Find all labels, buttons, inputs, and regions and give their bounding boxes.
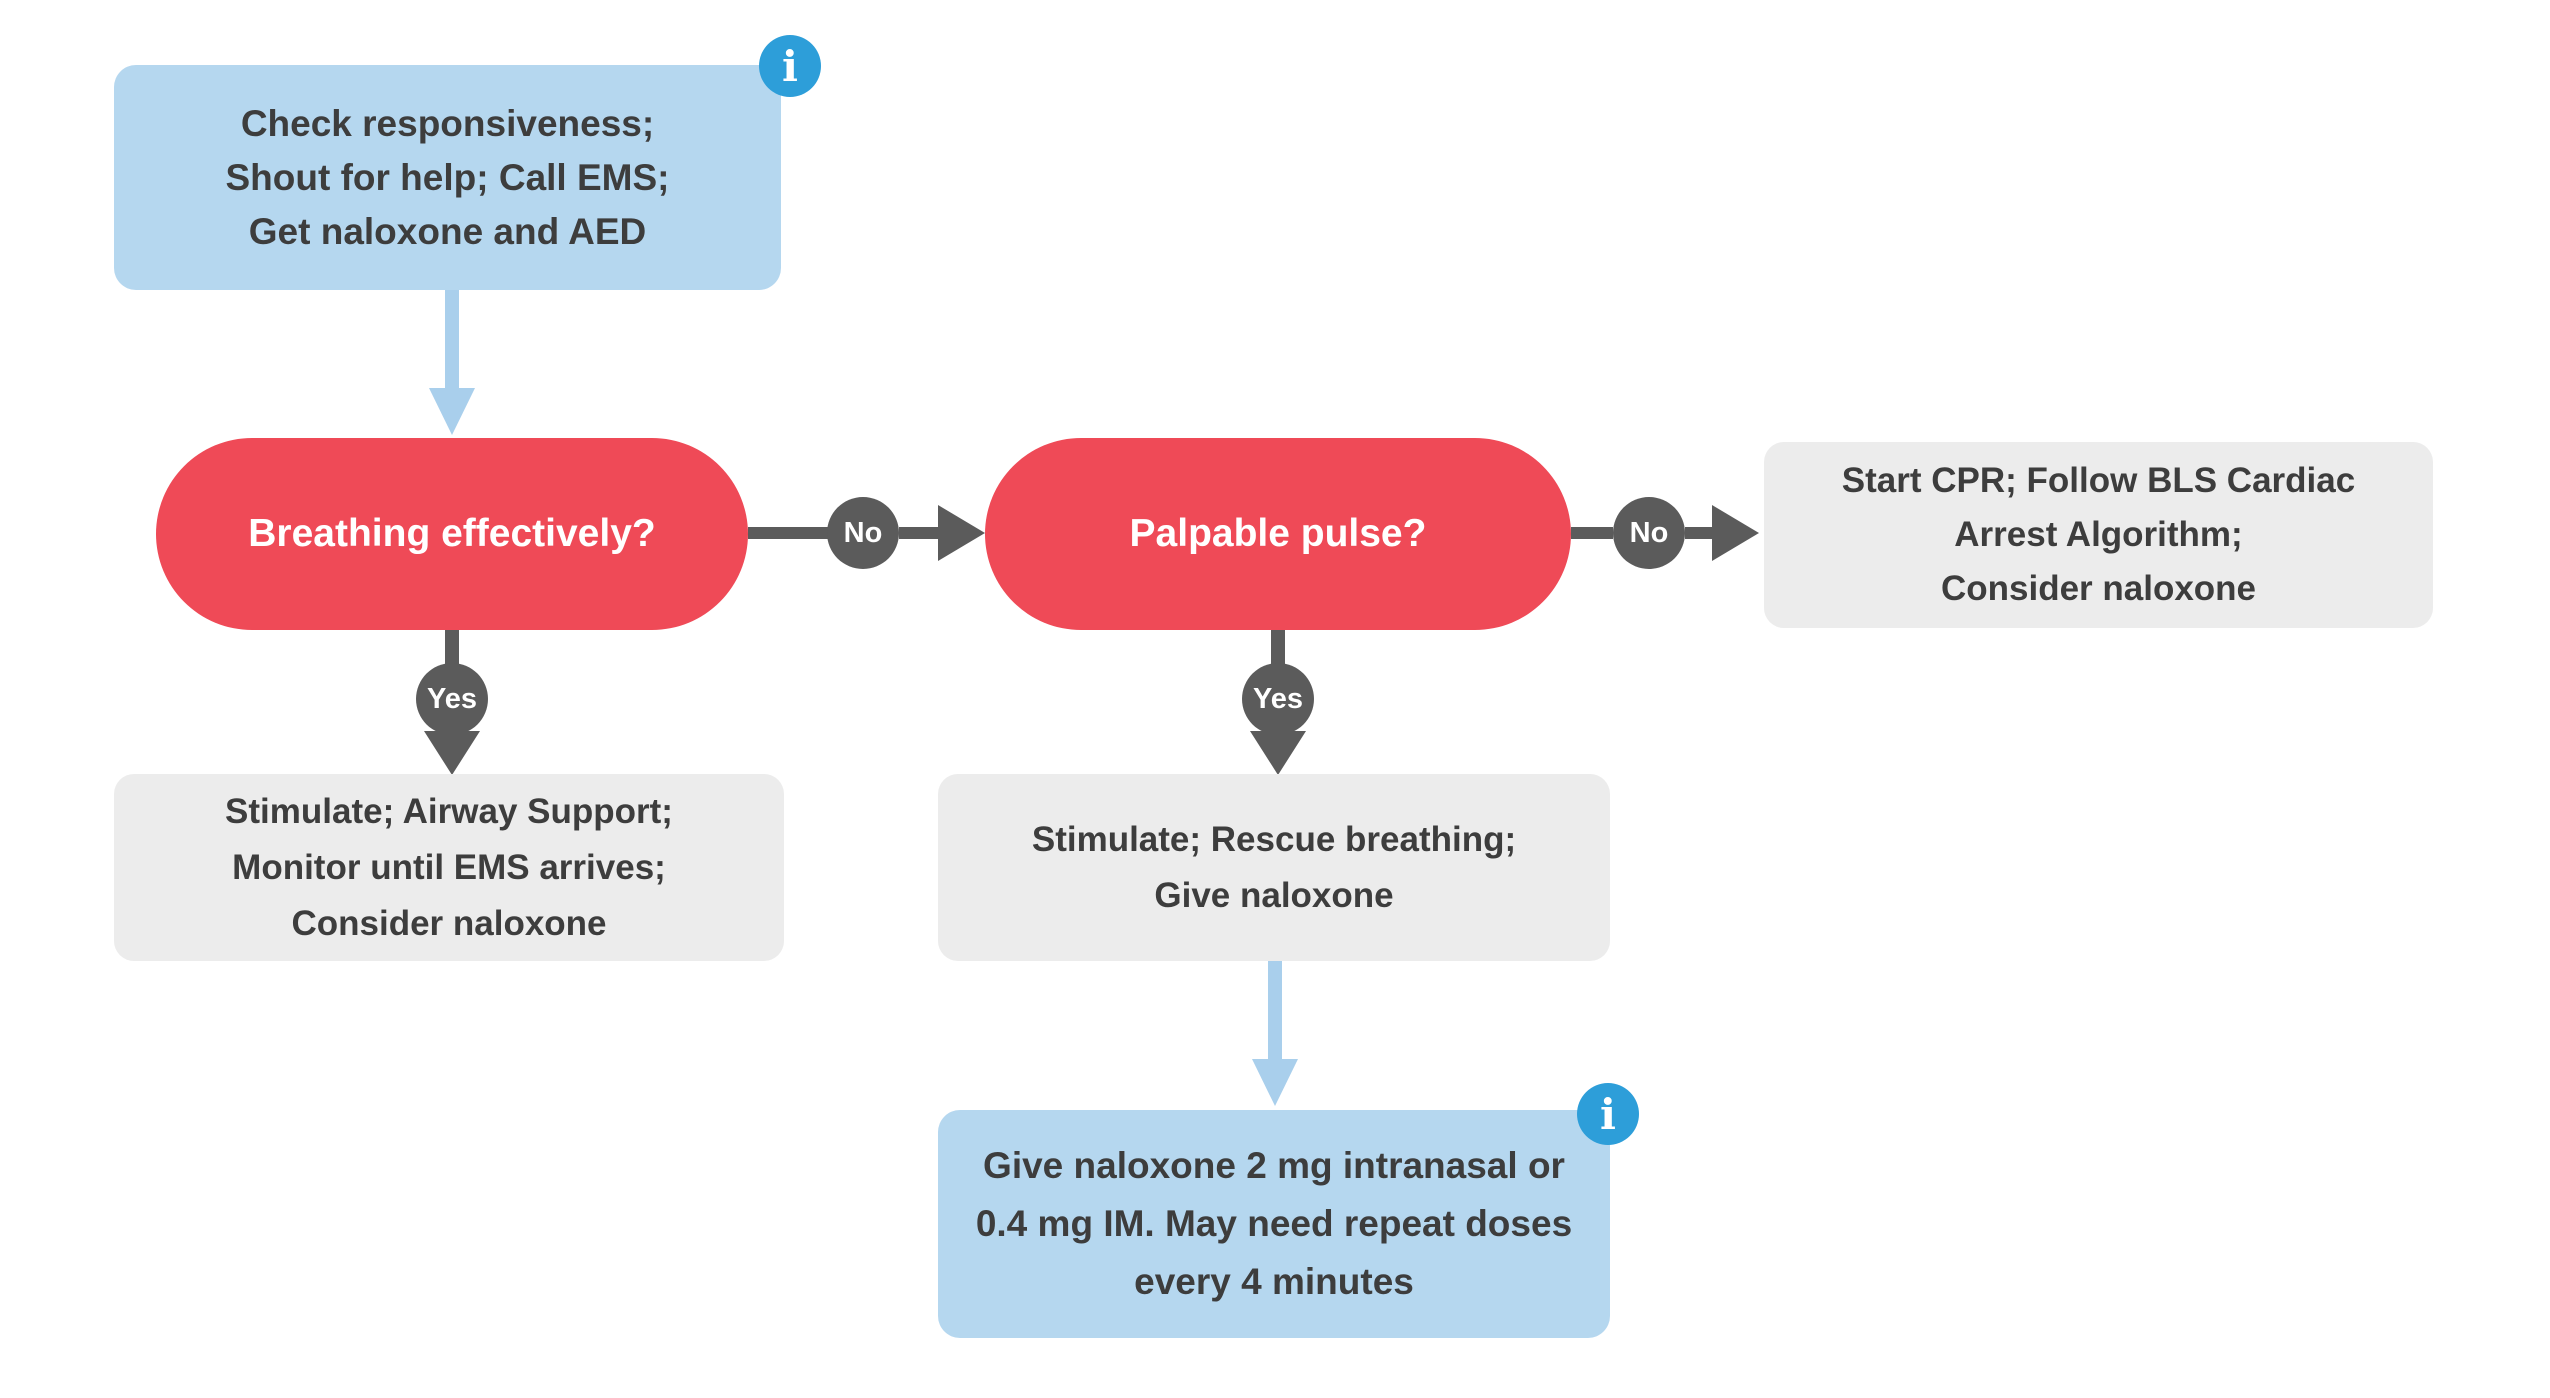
- naloxone-dose-line: 0.4 mg IM. May need repeat doses: [975, 1203, 1573, 1244]
- breathing-decision-node: Breathing effectively?: [156, 438, 748, 630]
- info-icon[interactable]: i: [759, 35, 821, 97]
- arrow-head-icon: [1252, 1059, 1298, 1106]
- cpr-outcome-line: Consider naloxone: [1940, 569, 2257, 608]
- cpr-outcome-line: Arrest Algorithm;: [1954, 515, 2243, 554]
- arrow-head-icon: [424, 731, 480, 775]
- arrow-line: [445, 290, 459, 390]
- edge-line: [1685, 527, 1713, 539]
- pulse-decision-label: Palpable pulse?: [1129, 512, 1427, 555]
- edge-line: [899, 527, 939, 539]
- edge-line: [748, 527, 828, 539]
- naloxone-dose-node: Give naloxone 2 mg intranasal or 0.4 mg …: [938, 1110, 1610, 1338]
- stimulate-airway-line: Monitor until EMS arrives;: [232, 847, 666, 887]
- start-node-line: Shout for help; Call EMS;: [225, 156, 670, 198]
- no-label-badge: No: [1613, 497, 1685, 569]
- no-label-badge: No: [827, 497, 899, 569]
- edge-line: [445, 630, 459, 666]
- stimulate-airway-line: Consider naloxone: [291, 903, 607, 943]
- stimulate-rescue-line: Give naloxone: [1154, 875, 1394, 915]
- stimulate-airway-outcome-node: Stimulate; Airway Support; Monitor until…: [114, 774, 784, 961]
- cpr-outcome-node: Start CPR; Follow BLS Cardiac Arrest Alg…: [1764, 442, 2433, 628]
- edge-line: [1271, 630, 1285, 666]
- arrow-head-icon: [1712, 505, 1759, 561]
- stimulate-airway-line: Stimulate; Airway Support;: [225, 791, 673, 831]
- start-node: Check responsiveness; Shout for help; Ca…: [114, 65, 781, 290]
- yes-label-badge: Yes: [416, 663, 488, 735]
- yes-label-badge: Yes: [1242, 663, 1314, 735]
- stimulate-rescue-outcome-node: Stimulate; Rescue breathing; Give naloxo…: [938, 774, 1610, 961]
- stimulate-rescue-line: Stimulate; Rescue breathing;: [1031, 819, 1517, 859]
- arrow-line: [1268, 961, 1282, 1061]
- arrow-head-icon: [1250, 731, 1306, 775]
- arrow-head-icon: [938, 505, 985, 561]
- arrow-head-icon: [429, 388, 475, 435]
- edge-line: [1571, 527, 1613, 539]
- info-icon[interactable]: i: [1577, 1083, 1639, 1145]
- cpr-outcome-line: Start CPR; Follow BLS Cardiac: [1841, 461, 2356, 500]
- naloxone-dose-line: Give naloxone 2 mg intranasal or: [983, 1145, 1565, 1186]
- naloxone-dose-line: every 4 minutes: [1134, 1261, 1414, 1302]
- start-node-line: Check responsiveness;: [240, 102, 655, 144]
- pulse-decision-node: Palpable pulse?: [985, 438, 1571, 630]
- breathing-decision-label: Breathing effectively?: [248, 512, 656, 555]
- start-node-line: Get naloxone and AED: [248, 210, 647, 252]
